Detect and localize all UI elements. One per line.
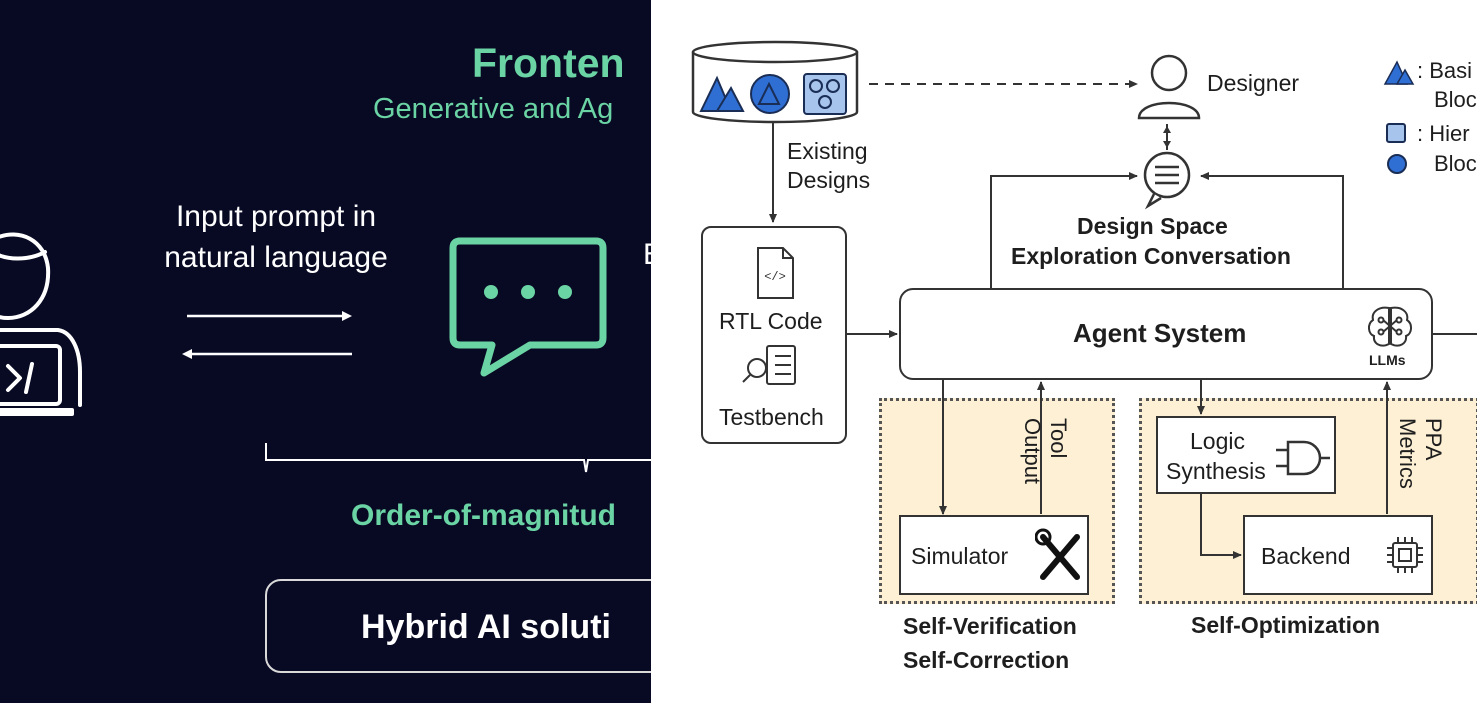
tool-output-label-2: Output <box>1018 418 1046 484</box>
chat-bubble-icon <box>449 237 607 377</box>
slide-panel: Fronten Generative and Ag In <box>0 0 651 703</box>
legend-hier-line1: : Hier <box>1417 121 1470 146</box>
hybrid-box <box>265 579 651 673</box>
cut-text: E <box>643 238 651 272</box>
simulator-box: Simulator <box>899 515 1089 595</box>
legend-basic-line1: : Basi <box>1417 58 1473 83</box>
slide-title: Fronten <box>472 40 625 86</box>
conversation-icon <box>1143 151 1191 210</box>
designer-label: Designer <box>1207 70 1300 96</box>
designer-icon <box>1137 54 1201 120</box>
tool-output-line2: Output <box>1020 418 1045 485</box>
and-gate-icon <box>1276 440 1330 476</box>
chip-icon <box>1387 537 1423 573</box>
logic-synthesis-line2: Synthesis <box>1166 458 1266 484</box>
testbench-label: Testbench <box>719 404 824 430</box>
agent-system-label: Agent System <box>1073 318 1247 348</box>
ppa-metrics-line2: Metrics <box>1395 418 1420 489</box>
agent-system-box: Agent System LLMs <box>899 288 1433 380</box>
self-optimization-label: Self-Optimization <box>1191 612 1381 638</box>
logic-synthesis-box: Logic Synthesis <box>1156 416 1336 494</box>
legend-hier-circle-icon <box>1387 154 1407 174</box>
agent-diagram: Designer Existing Designs Design Space E… <box>651 0 1477 703</box>
backend-box: Backend <box>1243 515 1433 595</box>
conversation-loop-right <box>1200 172 1344 288</box>
order-of-magnitude-label: Order-of-magnitud <box>351 499 616 532</box>
developer-laptop-icon <box>0 232 82 416</box>
conversation-title-line1: Design Space <box>1077 213 1228 239</box>
rtl-testbench-box: </> RTL Code Testbench <box>701 226 847 444</box>
svg-text:</>: </> <box>764 270 786 284</box>
legend-basic-line2: Bloc <box>1434 87 1477 112</box>
basic-block-icon <box>699 75 745 112</box>
tool-output-label: Tool <box>1044 418 1072 458</box>
self-correction-label: Self-Correction <box>903 647 1070 673</box>
slide-graphics <box>0 232 651 473</box>
self-verification-label: Self-Verification <box>903 613 1077 639</box>
testbench-icon <box>742 345 796 385</box>
legend-hier-square-icon <box>1386 123 1406 143</box>
bracket-line <box>265 443 651 473</box>
rtl-code-label: RTL Code <box>719 308 823 334</box>
legend-hier-line2: Bloc <box>1434 151 1477 176</box>
tools-icon <box>1035 528 1080 580</box>
code-file-icon <box>757 247 794 299</box>
prompt-label: Input prompt in natural language <box>164 200 388 274</box>
logic-synthesis-line1: Logic <box>1190 428 1245 454</box>
brain-icon <box>1368 306 1412 347</box>
existing-designs-line1: Existing <box>787 138 868 164</box>
tool-output-line1: Tool <box>1046 418 1071 459</box>
backend-label: Backend <box>1261 543 1351 569</box>
prompt-arrows <box>182 311 352 359</box>
slide-subtitle: Generative and Ag <box>373 93 614 125</box>
existing-designs-line2: Designs <box>787 167 871 193</box>
simulator-label: Simulator <box>911 543 1009 569</box>
conversation-title-line2: Exploration Conversation <box>1011 243 1291 269</box>
hierarchical-block-square-icon <box>803 73 847 115</box>
diagram-graphics <box>691 40 1477 559</box>
ppa-label-2: Metrics <box>1393 418 1421 489</box>
ppa-metrics-line1: PPA <box>1421 418 1446 461</box>
conversation-loop-left <box>990 172 1138 288</box>
synthesis-to-backend-arrow <box>1200 494 1242 559</box>
hierarchical-block-icon <box>750 74 790 114</box>
llms-label: LLMs <box>1369 352 1406 368</box>
ppa-label: PPA <box>1419 418 1447 460</box>
legend-basic-icon <box>1383 60 1415 85</box>
hybrid-label: Hybrid AI soluti <box>361 608 611 646</box>
